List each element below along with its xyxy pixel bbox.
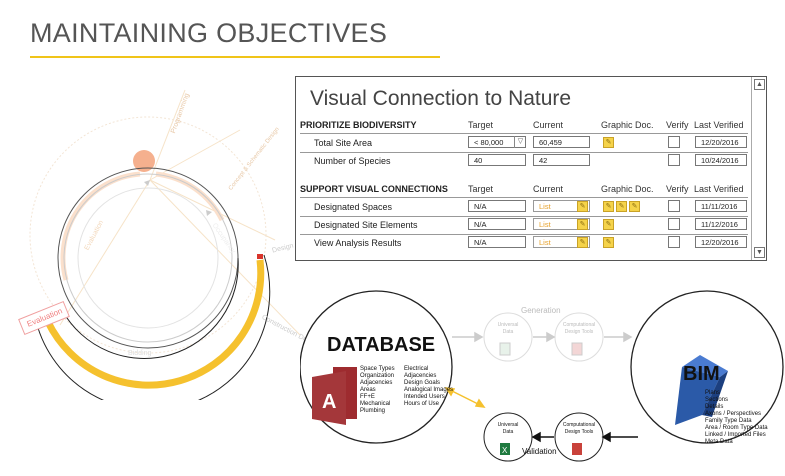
chevron-down-icon[interactable]: ▽ — [514, 136, 526, 148]
current-field[interactable]: 42 — [533, 154, 590, 166]
scroll-up-icon[interactable]: ▲ — [754, 79, 765, 90]
last-verified-field[interactable]: 10/24/2016 — [695, 154, 747, 166]
objective-label: Designated Site Elements — [314, 220, 418, 230]
col-last-verified: Last Verified — [694, 184, 744, 194]
objectives-panel: Visual Connection to Nature ▲ ▼ PRIORITI… — [295, 76, 767, 261]
database-fields-col1: Space Types Organization Adjacencies Are… — [360, 366, 395, 414]
verify-checkbox[interactable] — [668, 218, 680, 230]
objective-label: Total Site Area — [314, 138, 373, 148]
objective-label: Designated Spaces — [314, 202, 393, 212]
verify-checkbox[interactable] — [668, 154, 680, 166]
phase-label-bidding: Bidding — [128, 350, 152, 357]
target-select[interactable]: < 80,000 ▽ — [468, 136, 526, 148]
graphic-doc-icon[interactable]: ✎ — [603, 201, 614, 212]
current-list-field[interactable]: List ✎ — [533, 218, 590, 230]
col-verify: Verify — [666, 184, 689, 194]
objective-row: View Analysis Results N/A List ✎ ✎ 12/20… — [300, 235, 748, 252]
col-current: Current — [533, 120, 564, 130]
section-title: PRIORITIZE BIODIVERSITY — [300, 120, 417, 130]
bim-fields: Plans Sections Details Axons / Perspecti… — [705, 390, 768, 445]
section-header-visual-connections: SUPPORT VISUAL CONNECTIONS Target Curren… — [300, 181, 748, 198]
phase-node — [133, 150, 155, 172]
title-underline — [30, 56, 440, 58]
verify-checkbox[interactable] — [668, 200, 680, 212]
graphic-doc-icon[interactable]: ✎ — [616, 201, 627, 212]
section-header-biodiversity: PRIORITIZE BIODIVERSITY Target Current G… — [300, 117, 748, 134]
section-title: SUPPORT VISUAL CONNECTIONS — [300, 184, 448, 194]
objective-row: Total Site Area < 80,000 ▽ 60,459 ✎ 12/2… — [300, 135, 748, 152]
edit-icon[interactable]: ✎ — [577, 201, 588, 212]
objective-label: Number of Species — [314, 156, 391, 166]
objective-row: Designated Spaces N/A List ✎ ✎ ✎ ✎ 11/11… — [300, 199, 748, 216]
objective-label: View Analysis Results — [314, 238, 402, 248]
revit-logo — [675, 355, 728, 425]
bim-title: BIM — [683, 363, 720, 385]
current-list-field[interactable]: List ✎ — [533, 200, 590, 212]
scroll-down-icon[interactable]: ▼ — [754, 247, 765, 258]
current-phase-marker — [257, 254, 263, 259]
target-field[interactable]: N/A — [468, 218, 526, 230]
objective-row: Designated Site Elements N/A List ✎ ✎ 11… — [300, 217, 748, 234]
col-graphic: Graphic Doc. — [601, 120, 654, 130]
col-last-verified: Last Verified — [694, 120, 744, 130]
current-field[interactable]: 60,459 — [533, 136, 590, 148]
objective-row: Number of Species 40 42 10/24/2016 — [300, 153, 748, 170]
panel-title: Visual Connection to Nature — [310, 87, 572, 110]
graphic-doc-icon[interactable]: ✎ — [603, 219, 614, 230]
database-title: DATABASE — [327, 334, 436, 356]
target-field[interactable]: N/A — [468, 200, 526, 212]
access-logo: A — [312, 367, 357, 425]
progress-arc — [44, 259, 265, 389]
last-verified-field[interactable]: 11/11/2016 — [695, 200, 747, 212]
col-target: Target — [468, 120, 494, 130]
col-current: Current — [533, 184, 564, 194]
edit-icon[interactable]: ✎ — [577, 219, 588, 230]
design-cycle-diagram — [18, 89, 301, 400]
generation-label: Generation — [521, 306, 561, 315]
grasshopper-icon — [572, 443, 582, 455]
col-verify: Verify — [666, 120, 689, 130]
verify-checkbox[interactable] — [668, 236, 680, 248]
svg-text:X: X — [502, 446, 508, 455]
target-field[interactable]: 40 — [468, 154, 526, 166]
target-field[interactable]: N/A — [468, 236, 526, 248]
database-fields-col2: Electrical Adjacencies Design Goals Anal… — [404, 366, 454, 407]
svg-text:A: A — [322, 391, 336, 413]
graphic-doc-icon[interactable]: ✎ — [629, 201, 640, 212]
last-verified-field[interactable]: 12/20/2016 — [695, 236, 747, 248]
graphic-doc-icon[interactable]: ✎ — [603, 137, 614, 148]
panel-scrollbar[interactable]: ▲ ▼ — [751, 77, 766, 260]
current-list-field[interactable]: List ✎ — [533, 236, 590, 248]
verify-checkbox[interactable] — [668, 136, 680, 148]
last-verified-field[interactable]: 12/20/2016 — [695, 136, 747, 148]
validation-design-tools: Computational Design Tools — [562, 422, 596, 435]
excel-icon — [500, 443, 510, 455]
validation-label: Validation — [522, 447, 557, 456]
last-verified-field[interactable]: 11/12/2016 — [695, 218, 747, 230]
generation-universal-data: Universal Data — [497, 322, 519, 335]
validation-universal-data: Universal Data — [497, 422, 519, 435]
graphic-doc-icon[interactable]: ✎ — [603, 237, 614, 248]
workflow-diagram: A X — [300, 290, 784, 462]
slide-title: MAINTAINING OBJECTIVES — [30, 18, 388, 48]
col-graphic: Graphic Doc. — [601, 184, 654, 194]
edit-icon[interactable]: ✎ — [577, 237, 588, 248]
generation-design-tools: Computational Design Tools — [562, 322, 596, 335]
col-target: Target — [468, 184, 494, 194]
